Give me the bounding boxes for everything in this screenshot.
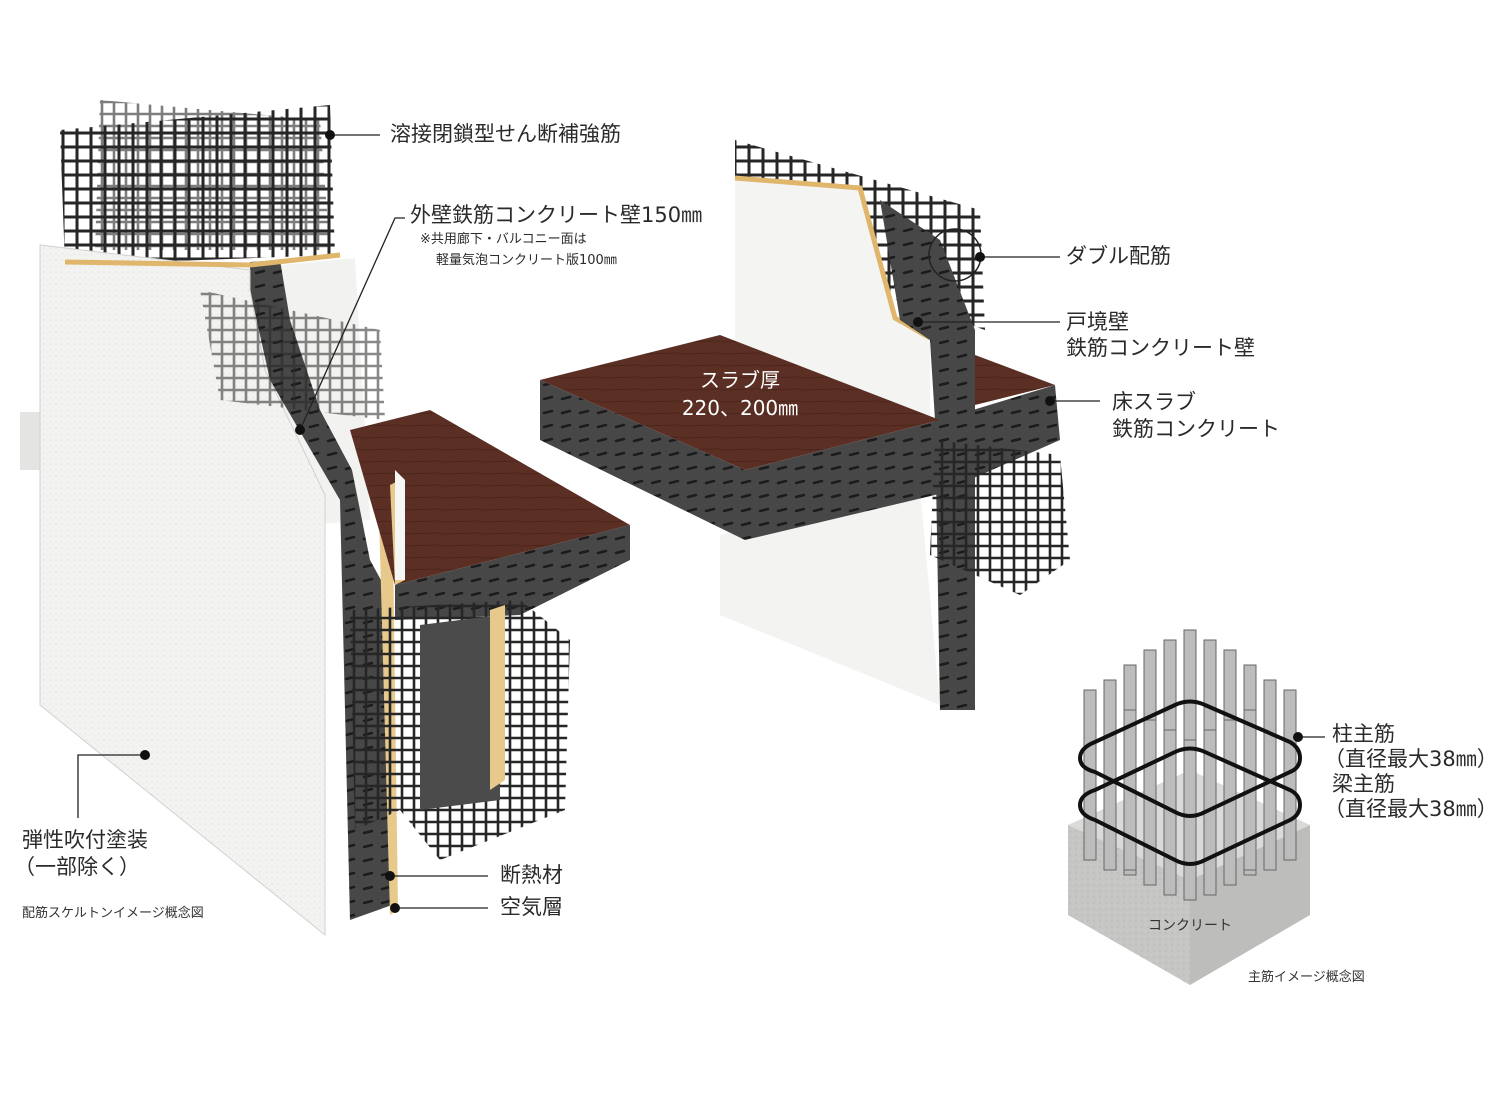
- hoop-tie-upper: [1077, 699, 1303, 818]
- floor-slab-left-edge: [395, 525, 630, 620]
- label-double-rebar: ダブル配筋: [1066, 244, 1171, 268]
- label-column-rebar-1: 柱主筋: [1332, 722, 1395, 746]
- label-insulation: 断熱材: [500, 863, 563, 887]
- label-exterior-wall: 外壁鉄筋コンクリート壁150㎜: [410, 203, 703, 227]
- column-main-bars: [1083, 629, 1297, 901]
- right-wall-assembly: [540, 140, 1070, 710]
- label-elastic-coating-1: 弾性吹付塗装: [22, 828, 148, 852]
- label-slab-thickness-2: 220、200㎜: [681, 396, 799, 420]
- caption-skeleton: 配筋スケルトンイメージ概念図: [22, 906, 204, 921]
- hoop-tie-lower: [1077, 746, 1303, 866]
- floor-slab-right-edge-front: [540, 380, 745, 540]
- label-shear-reinforcement: 溶接閉鎖型せん断補強筋: [390, 122, 621, 146]
- concrete-block-front: [1068, 825, 1190, 985]
- label-air-layer: 空気層: [500, 895, 563, 919]
- floor-slab-right: [540, 335, 940, 470]
- label-exterior-wall-note-1: ※共用廊下・バルコニー面は: [420, 232, 587, 247]
- shear-reinforcement-cage-back: [95, 100, 330, 250]
- lower-wall-face: [720, 490, 940, 705]
- label-column-rebar-2: （直径最大38㎜）: [1324, 747, 1498, 771]
- label-beam-rebar-2: （直径最大38㎜）: [1324, 797, 1498, 821]
- right-beam-rebar-cage: [930, 440, 1070, 595]
- concrete-block-side: [1190, 825, 1310, 985]
- partition-wall-section: [880, 200, 975, 710]
- caption-main-rebar: 主筋イメージ概念図: [1248, 970, 1365, 985]
- label-concrete: コンクリート: [1148, 918, 1232, 934]
- main-rebar-diagram: [1068, 629, 1310, 985]
- label-floor-slab-1: 床スラブ: [1112, 390, 1196, 414]
- exterior-wall-face: [39, 244, 326, 937]
- label-beam-rebar-1: 梁主筋: [1332, 772, 1395, 796]
- label-elastic-coating-2: （一部除く）: [14, 855, 140, 879]
- label-partition-wall-2: 鉄筋コンクリート壁: [1066, 336, 1255, 360]
- label-floor-slab-2: 鉄筋コンクリート: [1112, 417, 1280, 441]
- leader-lines: [77, 134, 1325, 909]
- left-wall-assembly: [20, 100, 630, 937]
- label-slab-thickness-1: スラブ厚: [700, 368, 780, 392]
- leader-dots: [140, 130, 1303, 913]
- floor-slab-left: [350, 410, 630, 585]
- label-exterior-wall-note-2: 軽量気泡コンクリート版100㎜: [436, 253, 617, 268]
- label-partition-wall-1: 戸境壁: [1066, 310, 1129, 334]
- floor-slab-right-edge-side: [745, 385, 1060, 540]
